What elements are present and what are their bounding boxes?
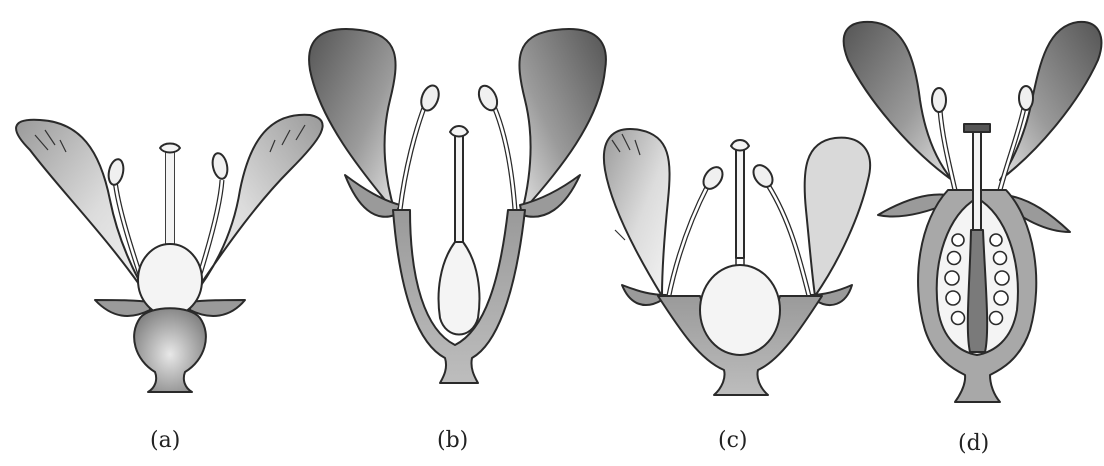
flower-d-stigma (964, 124, 990, 132)
flower-d-anther-left (932, 88, 946, 112)
flower-a-anther-right (210, 152, 229, 180)
panel-label-d: (d) (958, 431, 989, 456)
panel-label-a: (a) (150, 428, 180, 453)
flower-b-petal-right (519, 29, 605, 212)
flower-a-anther-left (106, 158, 125, 186)
flower-c-anther-left (700, 164, 727, 193)
flower-c-stigma (731, 140, 749, 151)
panel-label-b: (b) (437, 428, 468, 453)
flower-a-receptacle (134, 308, 206, 392)
flower-c-stamen-left (668, 185, 708, 300)
flower-d-anther-right (1019, 86, 1033, 110)
flower-a-sepal-left (95, 300, 150, 316)
flower-b-stamen-right (492, 102, 515, 210)
flower-c-anther-right (750, 162, 777, 191)
flower-c-stamen-right (768, 185, 810, 300)
flower-a-petal-left (16, 120, 150, 300)
flower-d-epigynous (844, 22, 1102, 402)
flower-c-ovary (700, 265, 780, 355)
flower-b-stigma (450, 126, 468, 137)
flower-b-stamen-left (400, 100, 427, 210)
flower-b-ovary (439, 242, 480, 335)
flower-a-ovary (138, 244, 202, 316)
flower-a-stigma (160, 144, 180, 153)
flower-c-perigynous (604, 129, 870, 395)
panel-label-c: (c) (718, 428, 748, 453)
flower-b-perigynous (309, 29, 606, 383)
flower-a-petal-right (190, 115, 323, 300)
flower-c-petal-left (604, 129, 670, 296)
flower-d-petal-right (1000, 22, 1101, 180)
flower-c-petal-right (805, 138, 870, 296)
flower-a-sepal-right (190, 300, 245, 316)
flower-a-hypogynous (16, 115, 323, 392)
